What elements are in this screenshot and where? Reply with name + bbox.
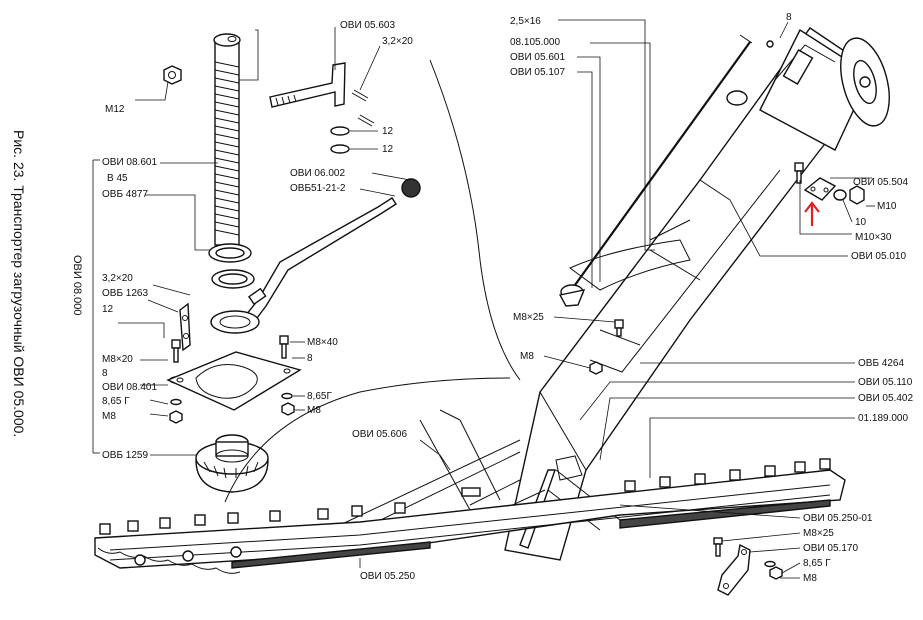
label-01-189-000: 01.189.000: [858, 413, 908, 424]
label-ovi05250-01: ОВИ 05.250-01: [803, 513, 873, 524]
label-m8-mid: M8: [307, 405, 321, 416]
nut-m8-left: [169, 410, 183, 424]
small-bracket: [179, 302, 191, 352]
highlight-arrow-icon: [804, 201, 820, 226]
l-pin: [269, 62, 346, 108]
label-8-65g-bottom: 8,65 Г: [803, 558, 831, 569]
label-10: 10: [855, 217, 867, 228]
label-8-left: 8: [102, 368, 108, 379]
label-v45: В 45: [107, 173, 128, 184]
label-ovb4264: ОВБ 4264: [858, 358, 904, 369]
curve-cutaway-2: [224, 377, 511, 503]
labels-right: 2,5×16 8 08.105.000 ОВИ 05.601 ОВИ 05.10…: [510, 12, 913, 584]
label-2-5x16: 2,5×16: [510, 16, 541, 27]
cotter-pin-2: [357, 114, 375, 127]
label-8-65g-mid: 8,65Г: [307, 391, 332, 402]
label-08-105-000: 08.105.000: [510, 37, 560, 48]
figure-caption: Рис. 23. Транспортер загрузочный ОВИ 05.…: [11, 130, 27, 437]
section-label: ОВИ 08.000: [71, 255, 83, 316]
label-ovi05402: ОВИ 05.402: [858, 393, 913, 404]
tie-rod: [558, 34, 774, 307]
paddles: [99, 458, 831, 535]
label-ovi05170: ОВИ 05.170: [803, 543, 858, 554]
conveyor-trough: [94, 458, 846, 574]
threaded-rod: [213, 33, 241, 246]
leaders-right: [359, 19, 875, 579]
label-3-2x20-top: 3,2×20: [382, 36, 413, 47]
crank-handle: [210, 197, 397, 334]
nut-m8-boom: [589, 361, 603, 375]
label-ovb1263: ОВБ 1263: [102, 288, 148, 299]
left-assembly: [163, 33, 421, 493]
label-m8-left: M8: [102, 411, 116, 422]
curve-cutaway-1: [429, 59, 521, 381]
label-m8x25-bottom: M8×25: [803, 528, 834, 539]
section-bracket: [92, 159, 100, 454]
nut-m12: [163, 65, 182, 85]
label-ovb51-21-2: ОВБ51-21-2: [290, 183, 346, 194]
bolt-m8x40: [279, 335, 289, 359]
hub: [195, 434, 269, 493]
label-8-65g-left: 8,65 Г: [102, 396, 130, 407]
label-ovi05601: ОВИ 05.601: [510, 52, 565, 63]
label-ovb1259: ОВБ 1259: [102, 450, 148, 461]
label-8-top: 8: [786, 12, 792, 23]
label-m8x20: M8×20: [102, 354, 133, 365]
mount-plate: [166, 351, 302, 411]
knob: [401, 178, 421, 198]
label-ovi05107: ОВИ 05.107: [510, 67, 565, 78]
leaders-left: [118, 27, 411, 456]
label-m8x40: M8×40: [307, 337, 338, 348]
nut-m8-right: [281, 402, 295, 416]
label-ovi05010: ОВИ 05.010: [851, 251, 906, 262]
label-8-mid: 8: [307, 353, 313, 364]
label-12-top-a: 12: [382, 126, 394, 137]
label-m10x30: M10×30: [855, 232, 892, 243]
label-m8-boom: M8: [520, 351, 534, 362]
label-ovi06002: ОВИ 06.002: [290, 168, 345, 179]
label-m8x25-boom: M8×25: [513, 312, 544, 323]
bracket-05170: [713, 537, 783, 596]
washer-12b: [330, 144, 350, 154]
label-3-2x20-left: 3,2×20: [102, 273, 133, 284]
label-m12: M12: [105, 104, 125, 115]
label-ovi05606: ОВИ 05.606: [352, 429, 407, 440]
label-ovi05110: ОВИ 05.110: [858, 377, 913, 388]
label-ovi08401: ОВИ 08.401: [102, 382, 157, 393]
label-ovi08601: ОВИ 08.601: [102, 157, 157, 168]
label-12-top-b: 12: [382, 144, 394, 155]
label-12-left: 12: [102, 304, 114, 315]
label-ovi05603: ОВИ 05.603: [340, 20, 395, 31]
labels-left: M12 ОВИ 08.601 В 45 ОВБ 4877 3,2×20 ОВБ …: [102, 20, 415, 582]
cotter-pin-1: [351, 89, 369, 102]
washer-12a: [330, 126, 350, 136]
plate-05504: [794, 162, 865, 205]
label-ovb4877: ОВБ 4877: [102, 189, 148, 200]
bolt-m8x25: [614, 319, 624, 329]
label-m8-bottom: M8: [803, 573, 817, 584]
label-m10: M10: [877, 201, 897, 212]
label-ovi05250: ОВИ 05.250: [360, 571, 415, 582]
label-ovi05504: ОВИ 05.504: [853, 177, 908, 188]
